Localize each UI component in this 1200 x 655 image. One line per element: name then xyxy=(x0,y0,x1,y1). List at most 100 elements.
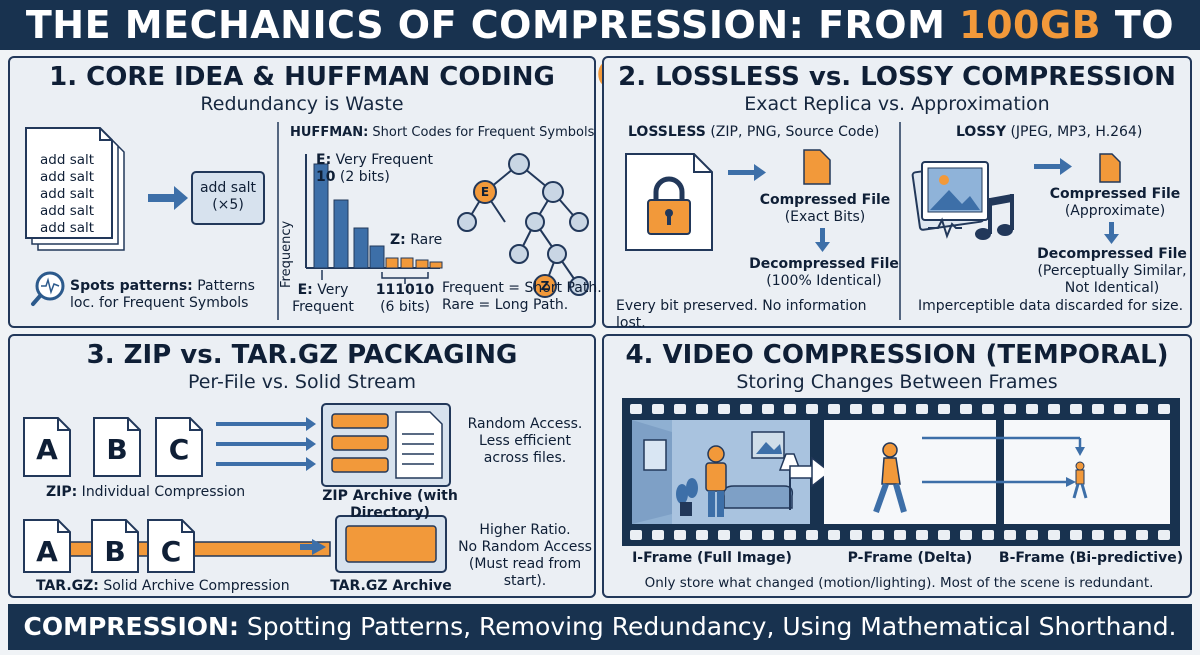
file-b-label: B xyxy=(106,433,128,466)
lossy-compressed-file-icon xyxy=(1099,153,1121,183)
frequency-bars xyxy=(313,163,443,269)
arrow-down-icon xyxy=(1104,234,1119,244)
sprocket-hole xyxy=(806,530,818,540)
sprocket-hole xyxy=(1026,530,1038,540)
bframe-label: B-Frame (Bi-predictive) xyxy=(998,550,1184,566)
panel1-graphics xyxy=(25,122,589,320)
sprocket-hole xyxy=(762,530,774,540)
from-size: 100GB xyxy=(959,3,1102,47)
sprocket-hole xyxy=(1136,404,1148,414)
music-note-icon xyxy=(975,228,991,240)
spots-patterns-caption: Spots patterns: Patterns loc. for Freque… xyxy=(70,278,255,311)
panel-video-compression: 4. VIDEO COMPRESSION (TEMPORAL) Storing … xyxy=(602,334,1192,598)
sprocket-hole xyxy=(1048,530,1060,540)
z-label: Z: Rare xyxy=(390,232,443,248)
film-sprocket-holes xyxy=(630,404,1170,540)
panel1-title: 1. CORE IDEA & HUFFMAN CODING xyxy=(49,62,555,92)
bframe-scene xyxy=(1004,420,1170,524)
frame-arrow-icon xyxy=(811,456,832,488)
sprocket-hole xyxy=(1004,530,1016,540)
panel-core-idea: 1. CORE IDEA & HUFFMAN CODING Redundancy… xyxy=(8,56,602,328)
sprocket-hole xyxy=(1026,404,1038,414)
sprocket-hole xyxy=(960,404,972,414)
doc-text: add salt add salt add salt add salt add … xyxy=(40,152,95,236)
page-title: THE MECHANICS OF COMPRESSION: FROM 100GB… xyxy=(0,0,1200,97)
pframe-scene xyxy=(824,420,996,524)
frequency-bar xyxy=(313,163,329,269)
footer-banner: COMPRESSION: Spotting Patterns, Removing… xyxy=(8,604,1192,650)
sprocket-hole xyxy=(806,404,818,414)
panel1-subtitle: Redundancy is Waste xyxy=(200,93,404,115)
sprocket-hole xyxy=(674,404,686,414)
node-e-label: E xyxy=(480,185,490,199)
sprocket-hole xyxy=(630,404,642,414)
arrow-down-icon xyxy=(815,242,830,252)
tar-file-b-label: B xyxy=(104,535,126,568)
panel3-title: 3. ZIP vs. TAR.GZ PACKAGING xyxy=(86,340,518,370)
node-z-label: Z xyxy=(540,279,550,293)
frequency-bar xyxy=(333,199,349,269)
directory-icon xyxy=(395,411,443,479)
path-caption: Frequent = Short Path. Rare = Long Path. xyxy=(442,280,602,313)
arrow-right-icon xyxy=(754,164,766,181)
panel3-graphics xyxy=(23,403,451,573)
panel4-title: 4. VIDEO COMPRESSION (TEMPORAL) xyxy=(625,340,1169,370)
compressed-file-icon xyxy=(803,149,831,185)
lossy-heading: LOSSY (JPEG, MP3, H.264) xyxy=(956,124,1143,140)
frequency-bar xyxy=(353,227,369,269)
sprocket-hole xyxy=(894,404,906,414)
frequency-bar xyxy=(400,257,414,269)
lossless-decompressed-label: Decompressed File (100% Identical) xyxy=(749,256,899,289)
prediction-arrows xyxy=(922,436,1082,484)
panel-zip-targz: 3. ZIP vs. TAR.GZ PACKAGING Per-File vs.… xyxy=(8,334,596,598)
frequency-bar xyxy=(385,257,399,269)
sofa-icon xyxy=(722,485,794,509)
zip-note: Random Access. Less efficient across fil… xyxy=(467,416,583,466)
tar-file-c-label: C xyxy=(160,535,182,568)
sprocket-hole xyxy=(1136,530,1148,540)
panel-lossless-lossy: 2. LOSSLESS vs. LOSSY COMPRESSION Exact … xyxy=(602,56,1192,331)
frequency-bar xyxy=(415,259,429,269)
file-a-label: A xyxy=(36,433,58,466)
panel2-graphics xyxy=(625,122,1121,320)
sprocket-hole xyxy=(652,404,664,414)
node-z-icon xyxy=(533,274,557,298)
sprocket-hole xyxy=(1070,404,1082,414)
lossy-compressed-label: Compressed File (Approximate) xyxy=(1049,186,1181,219)
frequency-bar xyxy=(369,245,385,269)
sprocket-hole xyxy=(916,404,928,414)
sprocket-hole xyxy=(850,404,862,414)
tar-caption: TAR.GZ: Solid Archive Compression xyxy=(36,578,290,594)
z-code-label: 111010 (6 bits) xyxy=(375,282,435,315)
e-label: E: Very Frequent 10 (2 bits) xyxy=(316,152,434,185)
sprocket-hole xyxy=(1048,404,1060,414)
sprocket-hole xyxy=(938,530,950,540)
sprocket-hole xyxy=(1070,530,1082,540)
sprocket-hole xyxy=(1004,404,1016,414)
sprocket-hole xyxy=(872,404,884,414)
sprocket-hole xyxy=(696,530,708,540)
sprocket-hole xyxy=(784,530,796,540)
sprocket-hole xyxy=(652,530,664,540)
huffman-heading: HUFFMAN: Short Codes for Frequent Symbol… xyxy=(290,125,595,140)
sprocket-hole xyxy=(762,404,774,414)
person-icon xyxy=(707,445,725,463)
file-c-icon xyxy=(155,417,203,477)
lossless-note: Every bit preserved. No information lost… xyxy=(616,298,867,331)
lossless-heading: LOSSLESS (ZIP, PNG, Source Code) xyxy=(628,124,880,140)
tar-file-a-label: A xyxy=(36,535,58,568)
tar-archive-label: TAR.GZ Archive xyxy=(330,578,452,594)
panel4-graphics xyxy=(622,398,1180,546)
sprocket-hole xyxy=(872,530,884,540)
small-person-icon xyxy=(1075,461,1085,471)
file-c-label: C xyxy=(168,433,190,466)
panel3-subtitle: Per-File vs. Solid Stream xyxy=(187,371,417,393)
arrow-right-icon xyxy=(174,186,188,210)
sprocket-hole xyxy=(1092,530,1104,540)
moving-person-icon xyxy=(882,442,898,458)
sprocket-hole xyxy=(718,530,730,540)
lossy-decompressed-label: Decompressed File (Perceptually Similar,… xyxy=(1037,246,1187,296)
sprocket-hole xyxy=(982,404,994,414)
sprocket-hole xyxy=(696,404,708,414)
sprocket-hole xyxy=(938,404,950,414)
